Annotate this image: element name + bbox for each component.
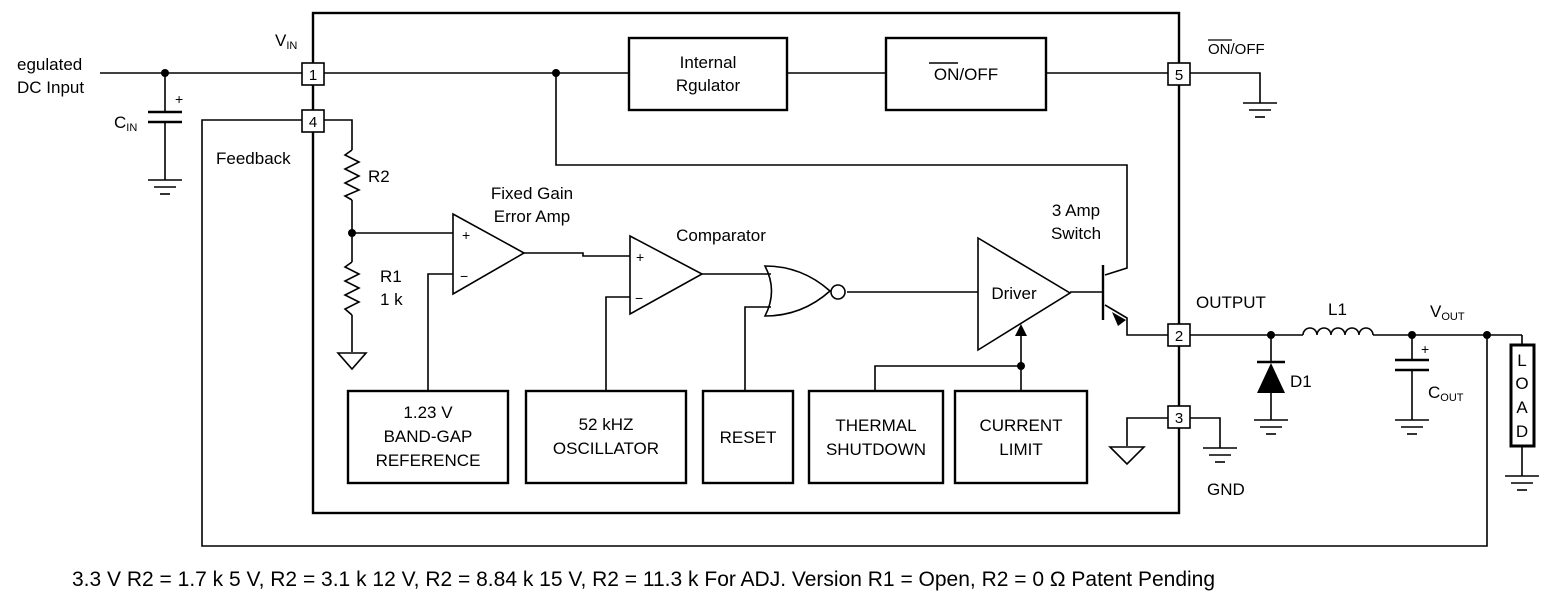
pin-4: 4 xyxy=(301,109,325,133)
svg-text:O: O xyxy=(1515,374,1528,393)
svg-text:+: + xyxy=(636,249,644,265)
svg-text:RESET: RESET xyxy=(720,428,777,447)
pin-5: 5 xyxy=(1167,62,1191,86)
load-ground-icon xyxy=(1505,475,1539,491)
svg-text:L: L xyxy=(1517,351,1526,370)
svg-text:+: + xyxy=(462,227,470,243)
svg-text:2: 2 xyxy=(1175,328,1183,345)
reset-block: RESET xyxy=(701,389,795,485)
svg-text:−: − xyxy=(635,290,643,306)
inductor-l1 xyxy=(1302,327,1374,336)
thermal-shutdown-block: THERMAL SHUTDOWN xyxy=(807,389,945,485)
internal-ground-icon xyxy=(1108,446,1146,466)
error-amplifier: + − xyxy=(452,212,526,296)
cout-ground-icon xyxy=(1395,419,1429,435)
feedback-label: Feedback xyxy=(216,149,291,168)
svg-text:Internal: Internal xyxy=(680,53,737,72)
current-limit-block: CURRENT LIMIT xyxy=(953,389,1089,485)
d1-label: D1 xyxy=(1290,372,1312,391)
output-capacitor: + xyxy=(1395,341,1429,372)
nor-gate xyxy=(763,265,846,317)
npn-switch-transistor xyxy=(1101,265,1126,326)
diode-d1 xyxy=(1257,360,1285,393)
cin-ground-icon xyxy=(148,179,182,195)
load-block: L O A D xyxy=(1509,343,1536,448)
l1-label: L1 xyxy=(1328,300,1347,319)
internal-regulator-block: Internal Rgulator xyxy=(627,36,789,112)
svg-text:5: 5 xyxy=(1175,67,1183,84)
error-amp-label: Fixed Gain xyxy=(491,184,573,203)
d1-ground-icon xyxy=(1254,419,1288,435)
svg-text:3: 3 xyxy=(1175,410,1183,427)
switch-label-line2: Switch xyxy=(1051,224,1101,243)
pin-2: 2 xyxy=(1167,323,1191,347)
svg-text:+: + xyxy=(175,91,183,107)
bandgap-reference-block: 1.23 V BAND-GAP REFERENCE xyxy=(346,389,510,485)
svg-text:THERMAL: THERMAL xyxy=(835,416,916,435)
pin-1: 1 xyxy=(301,62,325,86)
ic-package-outline xyxy=(311,11,1181,515)
r2-label: R2 xyxy=(368,167,390,186)
switch-label: 3 Amp xyxy=(1052,201,1100,220)
svg-text:OSCILLATOR: OSCILLATOR xyxy=(553,439,659,458)
error-amp-label-line2: Error Amp xyxy=(494,207,571,226)
gnd-label: GND xyxy=(1207,480,1245,499)
input-label: egulated xyxy=(17,55,82,74)
svg-text:Rgulator: Rgulator xyxy=(676,76,741,95)
gnd-ground-icon xyxy=(1203,447,1237,463)
input-label-line2: DC Input xyxy=(17,78,84,97)
svg-text:BAND-GAP: BAND-GAP xyxy=(384,427,473,446)
r1-value: 1 k xyxy=(380,290,403,309)
svg-text:D: D xyxy=(1516,422,1528,441)
svg-text:1.23 V: 1.23 V xyxy=(403,403,453,422)
resistor-r2 xyxy=(343,149,361,201)
r1-label: R1 xyxy=(380,267,402,286)
driver: Driver xyxy=(977,236,1072,352)
on-off-ground-icon xyxy=(1243,102,1277,118)
footnote: 3.3 V R2 = 1.7 k 5 V, R2 = 3.1 k 12 V, R… xyxy=(72,568,1215,591)
svg-text:4: 4 xyxy=(309,114,317,131)
junctions xyxy=(161,69,1491,370)
svg-text:52 kHZ: 52 kHZ xyxy=(579,415,634,434)
wires xyxy=(100,72,1523,547)
pin-3: 3 xyxy=(1167,405,1191,429)
on-off-block: ON/OFF xyxy=(884,36,1048,112)
oscillator-block: 52 kHZ OSCILLATOR xyxy=(524,389,688,485)
output-label: OUTPUT xyxy=(1196,293,1266,312)
svg-text:REFERENCE: REFERENCE xyxy=(376,451,481,470)
input-capacitor: + xyxy=(148,91,183,124)
svg-text:LIMIT: LIMIT xyxy=(999,440,1042,459)
cin-label: CIN xyxy=(114,113,137,134)
svg-text:A: A xyxy=(1516,398,1528,417)
comparator: + − xyxy=(629,234,704,316)
comparator-label: Comparator xyxy=(676,226,766,245)
svg-text:SHUTDOWN: SHUTDOWN xyxy=(826,440,926,459)
vin-label: VIN xyxy=(275,31,297,52)
svg-text:+: + xyxy=(1421,341,1429,357)
resistor-r1 xyxy=(343,261,361,316)
vout-label: VOUT xyxy=(1430,302,1465,323)
svg-text:CURRENT: CURRENT xyxy=(979,416,1062,435)
svg-text:ON/OFF: ON/OFF xyxy=(934,65,998,84)
svg-text:1: 1 xyxy=(309,67,317,84)
on-off-pin-label: ON/OFF xyxy=(1208,41,1265,58)
r1-ground-icon xyxy=(336,352,368,371)
svg-text:−: − xyxy=(460,268,468,284)
cout-label: COUT xyxy=(1428,383,1464,404)
svg-text:Driver: Driver xyxy=(991,284,1037,303)
